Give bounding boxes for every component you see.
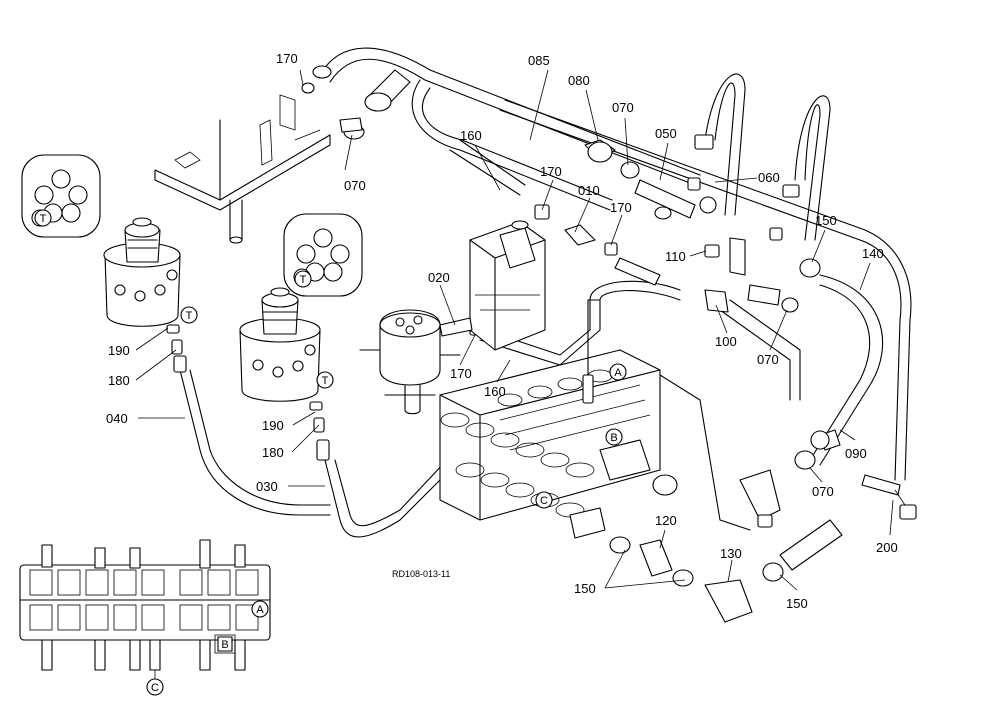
label-080: 080	[568, 73, 590, 88]
marker-c-valve: C	[540, 495, 548, 507]
label-090: 090	[845, 446, 867, 461]
label-170-lower: 170	[450, 366, 472, 381]
part-labels: 170 070 085 080 070 050 160 170 010 170 …	[106, 51, 898, 611]
port-inset-left	[21, 154, 101, 238]
circle-markers: T T T T A B C A B C	[34, 209, 627, 696]
label-190-left: 190	[108, 343, 130, 358]
label-085: 085	[528, 53, 550, 68]
label-180-left: 180	[108, 373, 130, 388]
label-200: 200	[876, 540, 898, 555]
swivel-motor-left	[103, 217, 187, 373]
label-150-right: 150	[815, 213, 837, 228]
port-inset-center	[283, 213, 363, 297]
rotary-coupling	[359, 309, 473, 415]
marker-t-3: T	[300, 274, 307, 286]
label-050: 050	[655, 126, 677, 141]
label-180-center: 180	[262, 445, 284, 460]
label-170-right: 170	[610, 200, 632, 215]
label-070-upper: 070	[612, 100, 634, 115]
marker-b-valve: B	[610, 432, 617, 444]
label-150-lower-left: 150	[574, 581, 596, 596]
marker-a-valve: A	[614, 367, 622, 379]
label-100: 100	[715, 334, 737, 349]
label-150-lower-right: 150	[786, 596, 808, 611]
label-040: 040	[106, 411, 128, 426]
hose-routes	[179, 47, 912, 538]
label-060: 060	[758, 170, 780, 185]
label-160-lower: 160	[484, 384, 506, 399]
label-070-lower: 070	[812, 484, 834, 499]
label-020: 020	[428, 270, 450, 285]
label-120: 120	[655, 513, 677, 528]
label-170-top: 170	[276, 51, 298, 66]
leader-lines	[135, 69, 894, 591]
label-110: 110	[665, 249, 686, 264]
label-140: 140	[862, 246, 884, 261]
pump-housing	[469, 220, 546, 351]
control-valve-bank	[439, 299, 678, 539]
marker-b-inset: B	[221, 639, 228, 651]
drawing-reference: RD108-013-11	[392, 569, 450, 579]
marker-t-2: T	[186, 310, 193, 322]
label-070-top: 070	[344, 178, 366, 193]
label-160-upper: 160	[460, 128, 482, 143]
hose-fittings-top	[301, 65, 917, 623]
label-070-mid: 070	[757, 352, 779, 367]
marker-c-inset: C	[151, 682, 159, 694]
marker-t-1: T	[40, 213, 47, 225]
label-030: 030	[256, 479, 278, 494]
mounting-bracket	[154, 94, 331, 244]
marker-a-inset: A	[256, 604, 264, 616]
valve-bank-inset	[19, 539, 271, 685]
label-170-center: 170	[540, 164, 562, 179]
label-190-center: 190	[262, 418, 284, 433]
label-010: 010	[578, 183, 600, 198]
swivel-motor-center	[239, 287, 330, 461]
label-130: 130	[720, 546, 742, 561]
marker-t-4: T	[322, 375, 329, 387]
